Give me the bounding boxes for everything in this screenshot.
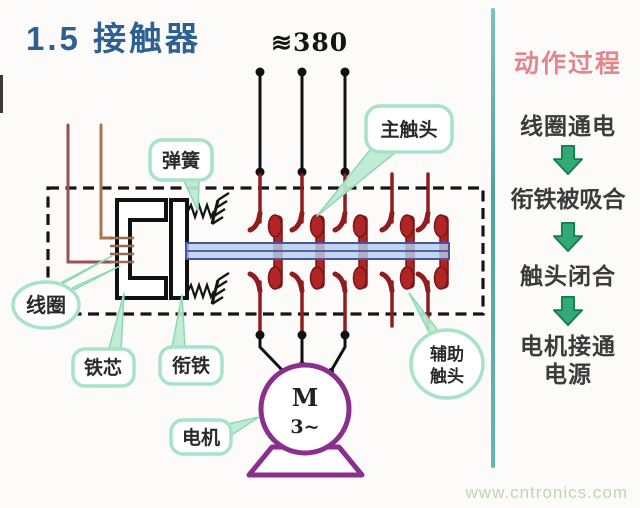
iron-core-label-bubble <box>71 347 136 388</box>
armature-label-bubble <box>158 345 224 386</box>
page-title: 1.5 接触器 <box>26 20 202 57</box>
coil-label: 线圈 <box>26 293 66 317</box>
main-contact-label-bubble <box>364 104 454 154</box>
contactor-outline-box <box>46 186 485 316</box>
process-step-3: 触头闭合 <box>520 263 616 289</box>
spring-bottom <box>187 271 230 306</box>
aux-contact-label-bubble <box>409 328 485 400</box>
process-heading: 动作过程 <box>513 50 622 78</box>
armature-label: 衔铁 <box>172 354 210 377</box>
coil-label-bubble <box>11 280 81 330</box>
coil-winding <box>110 236 134 264</box>
motor-phase-label: 3~ <box>290 416 319 438</box>
fixed-contacts <box>247 172 431 337</box>
callout-bubbles: 弹簧 主触头 线圈 铁芯 衔铁 辅助 触头 电机 <box>11 104 485 456</box>
supply-lines <box>258 72 347 172</box>
spring-label: 弹簧 <box>162 149 200 172</box>
vertical-divider <box>491 8 495 468</box>
spring-label-bubble <box>148 138 214 182</box>
main-contact-label: 主触头 <box>380 118 437 141</box>
callout-tails <box>54 149 444 437</box>
process-step-4: 电机接通电源 <box>520 333 616 387</box>
process-panel: 动作过程 线圈通电 衔铁被吸合 触头闭合 电机接通电源 <box>496 0 640 470</box>
aux-contact-label-line2: 触头 <box>429 366 464 386</box>
iron-core-shape <box>115 198 168 300</box>
iron-core-label: 铁芯 <box>84 356 122 379</box>
process-step-2: 衔铁被吸合 <box>510 186 626 212</box>
motor-symbol: M 3~ <box>246 362 365 478</box>
supply-line-dots <box>255 67 350 177</box>
coil-supply-wires <box>66 123 114 264</box>
spring-top <box>187 191 230 226</box>
voltage-label: ≋380 <box>271 28 349 57</box>
aux-contact-label-line1: 辅助 <box>430 344 464 364</box>
contact-carrier-bar <box>185 242 450 260</box>
armature-shape <box>169 198 189 300</box>
motor-label-bubble <box>169 418 233 456</box>
down-arrow-icon <box>551 222 585 252</box>
process-step-1: 线圈通电 <box>520 113 616 139</box>
edge-artifact <box>0 75 3 113</box>
watermark: www.cntronics.com <box>465 483 628 502</box>
motor-letter: M <box>292 383 319 412</box>
down-arrow-icon <box>551 296 585 326</box>
motor-label: 电机 <box>182 426 220 449</box>
down-arrow-icon <box>551 145 585 175</box>
